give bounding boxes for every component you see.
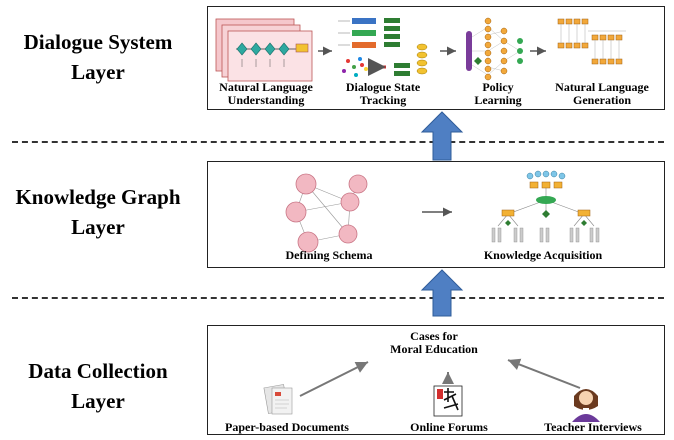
nlu-graphic xyxy=(215,18,313,82)
dialogue-pipeline-graphic xyxy=(215,17,626,82)
online-forum-logo-icon xyxy=(433,385,463,417)
teacher-avatar-icon xyxy=(572,389,600,422)
nlg-caption-line2: Generation xyxy=(573,93,631,107)
knowledge-layer-label-line1: Knowledge Graph xyxy=(15,185,181,209)
online-forums-caption: Online Forums xyxy=(410,420,488,434)
policy-caption: Policy Learning xyxy=(458,81,538,107)
dst-caption-line1: Dialogue State xyxy=(345,80,421,94)
data-collection-panel: Cases for Moral Education xyxy=(207,325,665,435)
nlu-caption: Natural Language Understanding xyxy=(208,81,324,107)
policy-caption-line1: Policy xyxy=(482,80,514,94)
dst-caption: Dialogue State Tracking xyxy=(328,81,438,107)
nlg-caption: Natural Language Generation xyxy=(544,81,660,107)
schema-caption: Defining Schema xyxy=(285,248,373,262)
data-layer-label-line2: Layer xyxy=(71,389,125,413)
data-layer-label-line1: Data Collection xyxy=(28,359,168,383)
nlu-caption-line1: Natural Language xyxy=(219,80,313,94)
dialogue-layer-label: Dialogue System Layer xyxy=(0,29,196,85)
paper-documents-caption: Paper-based Documents xyxy=(225,420,349,434)
data-layer-label: Data Collection Layer xyxy=(0,358,196,414)
nlg-caption-line1: Natural Language xyxy=(555,80,649,94)
dialogue-layer-label-line2: Layer xyxy=(71,60,125,84)
knowledge-layer-label: Knowledge Graph Layer xyxy=(0,184,196,240)
nlg-graphic xyxy=(557,18,626,65)
policy-network-graphic xyxy=(466,17,523,81)
knowledge-graph-panel: Defining Schema Knowledge Acquisition xyxy=(207,161,665,268)
layer-separator-top xyxy=(12,141,664,143)
dialogue-system-panel: Natural Language Understanding Dialogue … xyxy=(207,6,665,110)
policy-caption-line2: Learning xyxy=(474,93,522,107)
dst-graphic xyxy=(338,18,428,77)
up-arrow-icon xyxy=(420,111,464,161)
up-arrow-icon xyxy=(420,269,464,317)
teacher-interviews-caption: Teacher Interviews xyxy=(544,420,642,434)
nlu-caption-line2: Understanding xyxy=(227,93,305,107)
data-sources-graphic xyxy=(263,358,600,422)
dialogue-layer-label-line1: Dialogue System xyxy=(23,30,173,54)
knowledge-layer-label-line2: Layer xyxy=(71,215,125,239)
schema-graph-graphic xyxy=(285,173,368,253)
moral-education-cases-label: Cases for Moral Education xyxy=(374,330,494,356)
knowledge-graph-graphic xyxy=(285,170,600,253)
paper-documents-icon xyxy=(263,384,293,415)
knowledge-tree-graphic xyxy=(491,170,600,243)
acquisition-caption: Knowledge Acquisition xyxy=(483,248,603,262)
cases-label-line2: Moral Education xyxy=(390,342,478,356)
dst-caption-line2: Tracking xyxy=(359,93,407,107)
cases-label-line1: Cases for xyxy=(410,329,458,343)
layer-separator-bottom xyxy=(12,297,664,299)
